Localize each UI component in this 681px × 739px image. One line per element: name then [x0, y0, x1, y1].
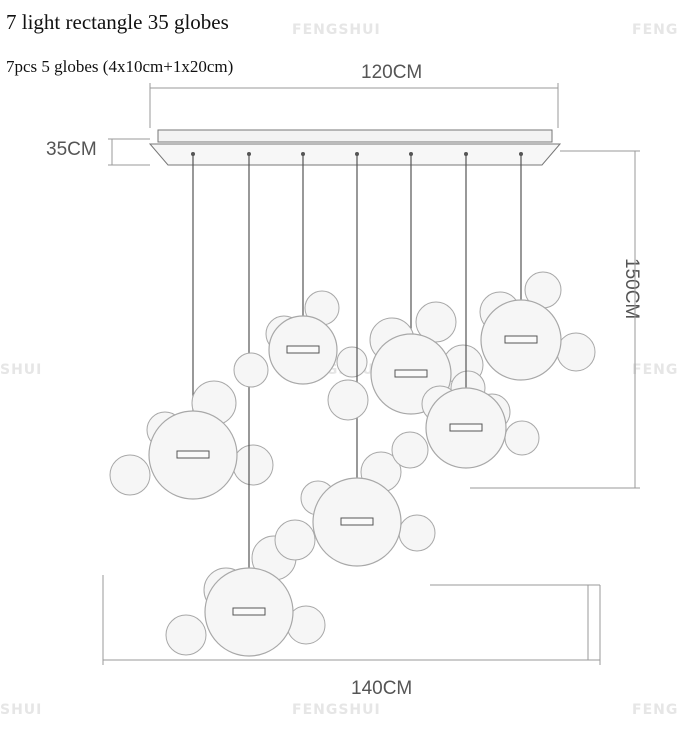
dimension-lines	[102, 83, 640, 665]
canopy-length-label: 120CM	[361, 62, 423, 83]
product-subtitle: 7pcs 5 globes (4x10cm+1x20cm)	[6, 57, 234, 76]
small-globe	[233, 352, 269, 388]
small-globe	[327, 379, 369, 421]
lamp-holder	[176, 450, 210, 459]
total-spread-label: 140CM	[351, 678, 413, 699]
lamp-holder	[286, 345, 320, 354]
lamp-holder	[449, 423, 483, 432]
small-globe	[109, 454, 151, 496]
ceiling-hook	[519, 152, 523, 156]
product-title: 7 light rectangle 35 globes	[6, 10, 229, 34]
lamp-holder	[340, 517, 374, 526]
canopy-width-label: 35CM	[46, 139, 97, 160]
pendant-3	[233, 152, 368, 388]
lamp-holder	[232, 607, 266, 616]
watermark-bottom-right: FENG	[632, 702, 679, 718]
ceiling-hook	[191, 152, 195, 156]
pendant-6	[421, 152, 540, 469]
small-globe	[336, 346, 368, 378]
lamp-holder	[504, 335, 538, 344]
ceiling-hook	[301, 152, 305, 156]
small-globe	[165, 614, 207, 656]
small-globe	[274, 519, 316, 561]
small-globe	[391, 431, 429, 469]
pendant-4	[300, 152, 436, 567]
small-globe	[398, 514, 436, 552]
watermark-mid-right: FENG	[632, 362, 679, 378]
canopy-plate	[148, 129, 562, 166]
small-globe	[232, 444, 274, 486]
pendant-7	[479, 152, 596, 381]
lamp-holder	[394, 369, 428, 378]
ceiling-hook	[464, 152, 468, 156]
ceiling-hook	[247, 152, 251, 156]
pendant-5	[369, 152, 486, 415]
watermark-bottom-left: SHUI	[0, 702, 43, 718]
watermark-mid-left: SHUI	[0, 362, 43, 378]
small-globe	[415, 301, 457, 343]
watermark-bottom-center: FENGSHUI	[292, 702, 381, 718]
pendant-1	[109, 152, 274, 500]
small-globe	[556, 332, 596, 372]
watermark-top-center: FENGSHUI	[292, 22, 381, 38]
ceiling-hook	[355, 152, 359, 156]
watermark-top-right: FENG	[632, 22, 679, 38]
pendant-2	[165, 152, 326, 657]
ceiling-hook	[409, 152, 413, 156]
small-globe	[504, 420, 540, 456]
pendants	[109, 152, 596, 657]
